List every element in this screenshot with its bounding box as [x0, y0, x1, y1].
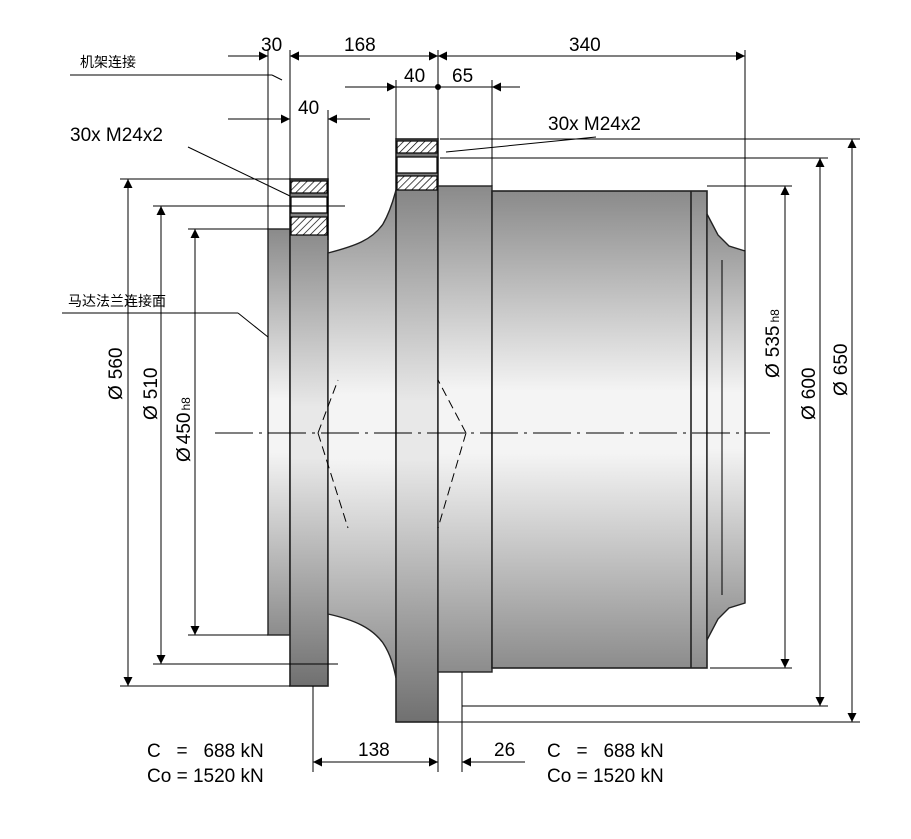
- diameter-600: Ø600: [799, 368, 820, 420]
- bolt-sections: [290, 140, 438, 236]
- dimension-texts: 30 168 340 40 65 40 138 26: [261, 35, 601, 761]
- motor-flange-face-label: 马达法兰连接面: [68, 293, 166, 310]
- annotation-labels: 机架连接 马达法兰连接面 30x M24x2 30x M24x2: [68, 54, 641, 310]
- rating-right-co: Co = 1520 kN: [547, 766, 664, 787]
- dim-340: 340: [569, 35, 601, 56]
- svg-text:Ø510: Ø510: [141, 368, 162, 420]
- rating-right-c: C = 688 kN: [547, 741, 664, 762]
- extension-lines: [120, 50, 860, 772]
- diameter-535: Ø535h8: [763, 309, 784, 378]
- hub-step: [437, 185, 493, 673]
- dim-40-small: 40: [298, 98, 319, 119]
- rating-left-c: C = 688 kN: [147, 741, 264, 762]
- dim-168: 168: [344, 35, 376, 56]
- svg-text:Ø650: Ø650: [831, 344, 852, 396]
- dim-40-mid: 40: [404, 66, 425, 87]
- svg-text:Ø600: Ø600: [799, 368, 820, 420]
- dim-138: 138: [358, 740, 390, 761]
- bolts-right-label: 30x M24x2: [548, 114, 641, 135]
- svg-text:Ø450h8: Ø450h8: [174, 397, 195, 462]
- cone-section: [327, 189, 397, 679]
- rating-left-co: Co = 1520 kN: [147, 766, 264, 787]
- svg-text:Ø560: Ø560: [106, 348, 127, 400]
- main-drum: [491, 190, 708, 669]
- frame-connection-label: 机架连接: [80, 54, 136, 71]
- diameter-650: Ø650: [831, 344, 852, 396]
- diameter-560: Ø560: [106, 348, 127, 400]
- center-lines: [215, 379, 770, 529]
- output-flange: [395, 138, 439, 723]
- motor-flange: [267, 228, 291, 636]
- end-cap: [706, 213, 746, 641]
- leader-lines: [62, 74, 597, 338]
- diameter-450: Ø450h8: [174, 397, 195, 462]
- svg-text:Ø535h8: Ø535h8: [763, 309, 784, 378]
- housing: [267, 138, 746, 723]
- diameter-510: Ø510: [141, 368, 162, 420]
- dimension-lines: [123, 51, 857, 767]
- dim-30: 30: [261, 35, 282, 56]
- load-ratings: C = 688 kN Co = 1520 kN C = 688 kN Co = …: [147, 741, 664, 787]
- bolts-left-label: 30x M24x2: [70, 125, 163, 146]
- dim-65: 65: [452, 66, 473, 87]
- dim-26: 26: [494, 740, 515, 761]
